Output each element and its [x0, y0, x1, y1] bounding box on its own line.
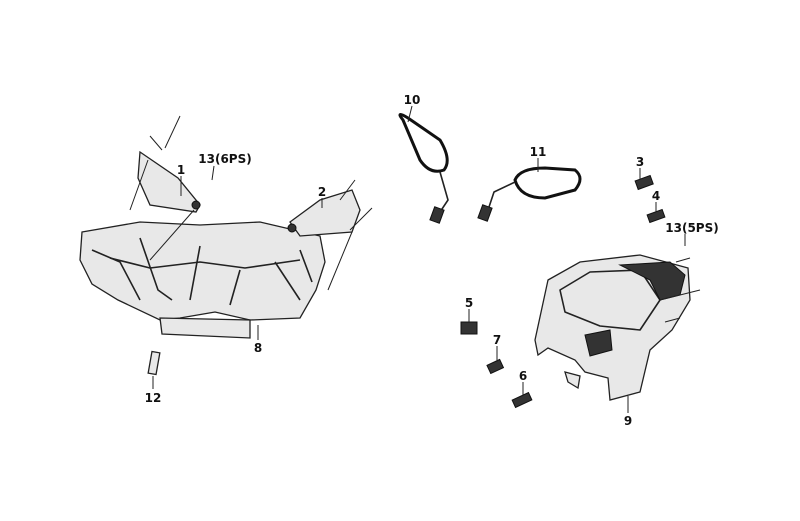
label-7: 7	[493, 333, 501, 347]
label-10: 10	[404, 93, 421, 107]
rear-handlebar-cover	[534, 254, 701, 401]
label-3: 3	[636, 155, 644, 169]
label-9: 9	[624, 414, 632, 428]
bolt-12	[147, 350, 161, 376]
label-4: 4	[652, 189, 660, 203]
front-handlebar-cover	[79, 221, 326, 339]
label-1: 1	[177, 163, 185, 177]
turn-signal-right	[287, 179, 373, 291]
mirror-left	[398, 113, 449, 224]
label-12: 12	[145, 391, 162, 405]
switch-7	[486, 358, 505, 375]
label-2: 2	[318, 185, 326, 199]
label-5: 5	[465, 296, 473, 310]
switch-6	[511, 391, 533, 409]
mirror-right	[477, 166, 582, 222]
label-8: 8	[254, 341, 262, 355]
label-13-6ps: 13(6PS)	[198, 152, 251, 166]
switch-5	[460, 321, 478, 335]
label-13-5ps: 13(5PS)	[665, 221, 718, 235]
label-11: 11	[530, 145, 547, 159]
turn-signal-left	[129, 115, 201, 261]
leader-lines	[152, 105, 686, 413]
switch-4	[646, 208, 666, 224]
label-6: 6	[519, 369, 527, 383]
switch-3	[634, 174, 654, 191]
